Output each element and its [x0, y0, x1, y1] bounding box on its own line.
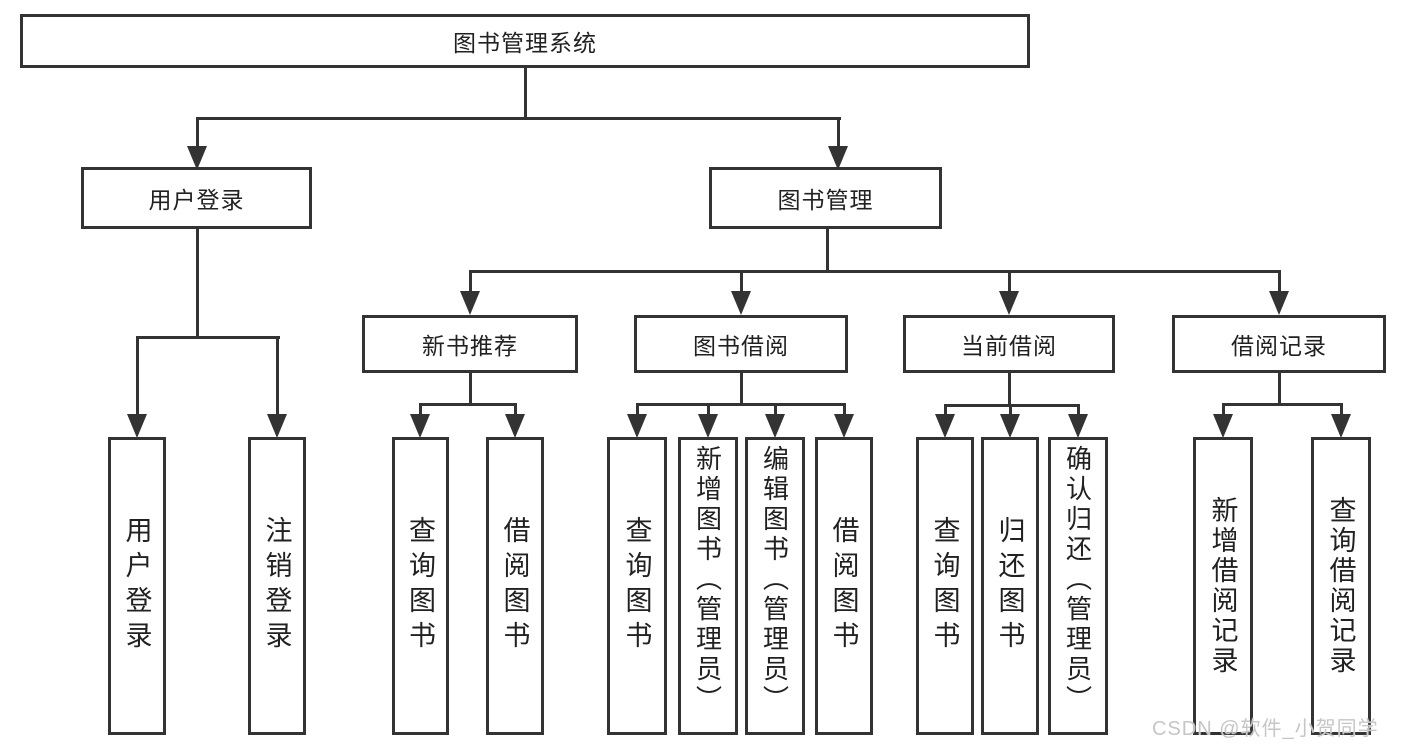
- connector-line: [707, 403, 710, 415]
- arrowhead-icon: [1331, 414, 1351, 438]
- arrowhead-icon: [505, 414, 525, 438]
- leaf-borrow-books: 借阅图书: [815, 437, 873, 735]
- node-book-management: 图书管理: [709, 167, 942, 229]
- connector-line: [944, 404, 1080, 407]
- arrowhead-icon: [267, 414, 287, 438]
- connector-line: [1009, 404, 1012, 415]
- node-current-borrow: 当前借阅: [903, 315, 1115, 373]
- connector-line: [419, 403, 422, 415]
- connector-line: [1278, 270, 1281, 292]
- leaf-borrow-books: 借阅图书: [486, 437, 544, 735]
- arrowhead-icon: [127, 414, 147, 438]
- leaf-label: 查询借阅记录: [1325, 496, 1356, 676]
- node-label: 当前借阅: [961, 333, 1057, 359]
- connector-line: [636, 403, 846, 406]
- node-user-login: 用户登录: [81, 167, 312, 229]
- leaf-query-books: 查询图书: [392, 437, 449, 735]
- node-label: 借阅记录: [1231, 333, 1327, 359]
- arrowhead-icon: [731, 291, 751, 315]
- connector-line: [196, 229, 199, 339]
- node-book-borrow: 图书借阅: [634, 315, 848, 373]
- node-new-book-recommend: 新书推荐: [362, 315, 578, 373]
- leaf-label: 新增借阅记录: [1207, 496, 1238, 676]
- node-label: 图书管理系统: [453, 30, 597, 56]
- leaf-label: 查询图书: [929, 516, 960, 656]
- connector-line: [469, 270, 1281, 273]
- connector-line: [843, 403, 846, 415]
- arrowhead-icon: [1213, 414, 1233, 438]
- leaf-edit-books-admin: 编辑图书（管理员）: [745, 437, 805, 735]
- connector-line: [136, 336, 139, 416]
- connector-line: [1077, 404, 1080, 415]
- connector-line: [469, 270, 472, 292]
- arrowhead-icon: [627, 414, 647, 438]
- connector-line: [837, 117, 840, 147]
- leaf-return-books: 归还图书: [981, 437, 1039, 735]
- connector-line: [1278, 373, 1281, 405]
- leaf-label: 归还图书: [994, 516, 1025, 656]
- leaf-add-books-admin: 新增图书（管理员）: [678, 437, 738, 735]
- leaf-user-login: 用户登录: [108, 437, 166, 735]
- node-label: 新书推荐: [422, 333, 518, 359]
- connector-line: [419, 403, 517, 406]
- leaf-label: 编辑图书（管理员）: [759, 445, 790, 715]
- connector-line: [1340, 403, 1343, 415]
- leaf-label: 用户登录: [121, 516, 152, 656]
- leaf-label: 借阅图书: [499, 516, 530, 656]
- arrowhead-icon: [410, 414, 430, 438]
- leaf-query-borrow-record: 查询借阅记录: [1311, 437, 1371, 735]
- connector-line: [774, 403, 777, 415]
- leaf-label: 新增图书（管理员）: [692, 445, 723, 715]
- arrowhead-icon: [834, 414, 854, 438]
- leaf-query-books: 查询图书: [916, 437, 974, 735]
- arrowhead-icon: [1068, 414, 1088, 438]
- node-label: 图书管理: [777, 187, 874, 213]
- node-label: 图书借阅: [693, 333, 789, 359]
- arrowhead-icon: [1269, 291, 1289, 315]
- connector-line: [944, 404, 947, 415]
- leaf-label: 查询图书: [621, 516, 652, 656]
- connector-line: [1222, 403, 1225, 415]
- arrowhead-icon: [187, 146, 207, 170]
- arrowhead-icon: [935, 414, 955, 438]
- connector-line: [740, 270, 743, 292]
- connector-line: [196, 117, 841, 120]
- leaf-confirm-return-admin: 确认归还（管理员）: [1048, 437, 1108, 735]
- leaf-add-borrow-record: 新增借阅记录: [1193, 437, 1253, 735]
- node-library-system: 图书管理系统: [20, 14, 1030, 68]
- connector-line: [740, 373, 743, 405]
- arrowhead-icon: [765, 414, 785, 438]
- connector-line: [196, 117, 199, 147]
- arrowhead-icon: [1000, 414, 1020, 438]
- connector-line: [136, 336, 280, 339]
- node-label: 用户登录: [148, 187, 245, 213]
- connector-line: [636, 403, 639, 415]
- leaf-label: 借阅图书: [828, 516, 859, 656]
- arrowhead-icon: [828, 146, 848, 170]
- leaf-label: 注销登录: [261, 516, 292, 656]
- arrowhead-icon: [999, 291, 1019, 315]
- connector-line: [1222, 403, 1342, 406]
- connector-line: [524, 68, 527, 117]
- leaf-label: 查询图书: [405, 516, 435, 656]
- connector-line: [469, 373, 472, 405]
- leaf-label: 确认归还（管理员）: [1062, 445, 1093, 715]
- connector-line: [826, 229, 829, 273]
- connector-line: [514, 403, 517, 415]
- connector-line: [276, 336, 279, 416]
- arrowhead-icon: [460, 291, 480, 315]
- csdn-watermark: CSDN @软件_小贺同学: [1152, 718, 1379, 740]
- leaf-logout: 注销登录: [248, 437, 306, 735]
- node-borrow-records: 借阅记录: [1172, 315, 1386, 373]
- leaf-query-books: 查询图书: [607, 437, 667, 735]
- connector-line: [1008, 373, 1011, 407]
- arrowhead-icon: [698, 414, 718, 438]
- connector-line: [1008, 270, 1011, 292]
